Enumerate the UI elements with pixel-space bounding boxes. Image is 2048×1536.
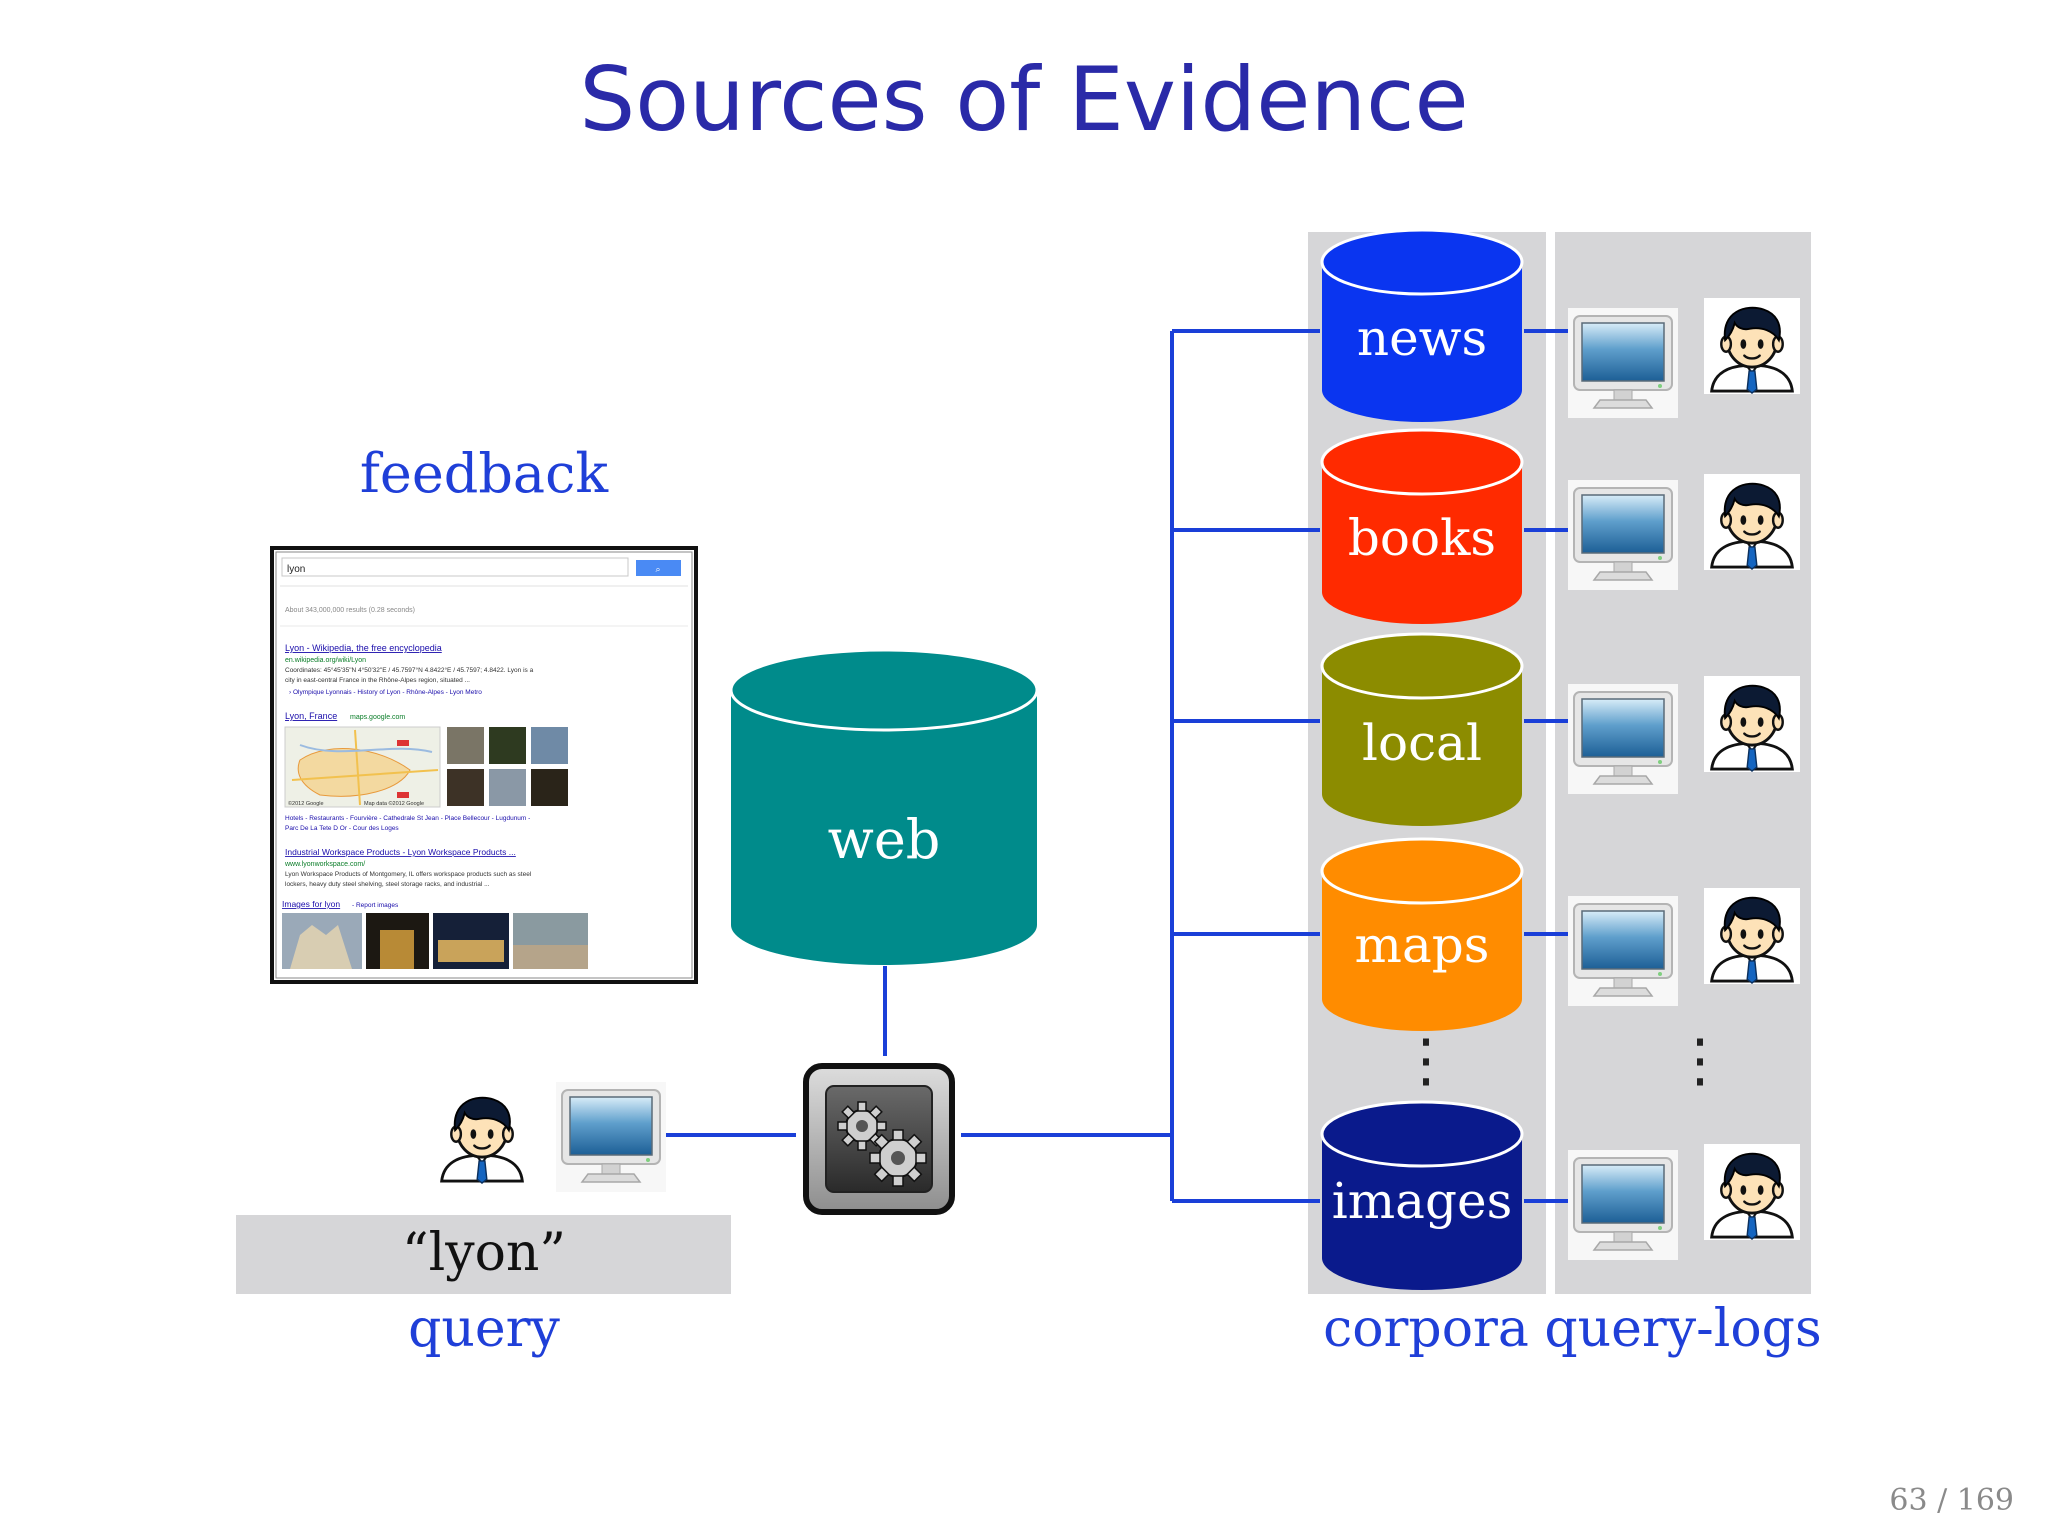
web-database: web xyxy=(729,648,1039,965)
database-label: images xyxy=(1332,1172,1512,1230)
database-images: images xyxy=(1320,1100,1524,1290)
user-icon xyxy=(1704,676,1800,772)
serp-map-thumbnail: ©2012 Google Map data ©2012 Google xyxy=(284,726,441,808)
gears-icon-small xyxy=(869,1129,927,1187)
query-panel xyxy=(236,1215,731,1294)
database-label: news xyxy=(1357,309,1487,367)
computer-icon xyxy=(1568,308,1678,418)
database-label: maps xyxy=(1355,916,1490,974)
serp-map-copyright: ©2012 Google xyxy=(288,800,324,807)
user-icon xyxy=(1704,1144,1800,1240)
database-books: books xyxy=(1320,428,1524,624)
search-engine-gears xyxy=(803,1063,955,1215)
serp-result-stats: About 343,000,000 results (0.28 seconds) xyxy=(285,607,415,614)
query-label: query xyxy=(408,1299,560,1359)
feedback-label: feedback xyxy=(360,442,609,505)
search-icon: ⌕ xyxy=(655,565,660,575)
database-local: local xyxy=(1320,632,1524,826)
serp-search-box xyxy=(281,557,629,577)
query-logs-ellipsis: ⋮ xyxy=(1671,1026,1729,1094)
slide-title: Sources of Evidence xyxy=(579,48,1469,151)
serp-place-photos xyxy=(447,727,568,806)
computer-icon xyxy=(1568,684,1678,794)
serp-result-title: Industrial Workspace Products - Lyon Wor… xyxy=(285,847,516,857)
connector-lines xyxy=(666,329,1570,1203)
computer-icon xyxy=(1568,480,1678,590)
computer-icon xyxy=(1568,1150,1678,1260)
computer-icon xyxy=(556,1082,666,1192)
serp-image-strip xyxy=(282,913,588,969)
serp-result-links: Hotels - Restaurants - Fourvière - Cathe… xyxy=(285,815,530,822)
user-icon xyxy=(434,1088,530,1184)
query-user-and-computer xyxy=(434,1082,666,1192)
serp-result-snippet: Lyon Workspace Products of Montgomery, I… xyxy=(285,871,532,878)
serp-images-header: Images for lyon xyxy=(282,899,340,909)
query-text: “lyon” xyxy=(402,1223,566,1283)
database-label: books xyxy=(1348,509,1496,567)
web-cylinder-body xyxy=(731,690,1037,965)
serp-result-sitelinks: › Olympique Lyonnais - History of Lyon -… xyxy=(289,689,482,696)
database-maps: maps xyxy=(1320,837,1524,1031)
serp-map-data: Map data ©2012 Google xyxy=(364,800,424,807)
user-icon xyxy=(1704,474,1800,570)
serp-images-report: - Report images xyxy=(352,902,399,909)
serp-result-snippet: city in east-central France in the Rhône… xyxy=(285,677,470,684)
serp-result-url: en.wikipedia.org/wiki/Lyon xyxy=(285,657,366,664)
database-news: news xyxy=(1320,228,1524,422)
search-results-screenshot: lyon ⌕ About 343,000,000 results (0.28 s… xyxy=(270,546,698,984)
serp-result-snippet: Coordinates: 45°45'35"N 4°50'32"E / 45.7… xyxy=(285,666,534,674)
serp-search-button xyxy=(636,560,681,576)
corpora-ellipsis: ⋮ xyxy=(1397,1026,1455,1094)
serp-result-url: www.lyonworkspace.com/ xyxy=(284,861,365,868)
page-number: 63 / 169 xyxy=(1889,1483,2014,1518)
serp-result-url: maps.google.com xyxy=(350,714,405,721)
user-icon xyxy=(1704,298,1800,394)
corpora-label: corpora xyxy=(1323,1299,1529,1359)
serp-result-links: Parc De La Tete D Or - Cour des Loges xyxy=(285,825,399,832)
computer-icon xyxy=(1568,896,1678,1006)
serp-result-snippet: lockers, heavy duty steel shelving, stee… xyxy=(285,881,490,888)
serp-result-title: Lyon, France xyxy=(285,711,337,721)
gears-icon xyxy=(837,1101,887,1151)
user-icon xyxy=(1704,888,1800,984)
serp-result-title: Lyon - Wikipedia, the free encyclopedia xyxy=(285,643,442,653)
web-label: web xyxy=(828,808,941,871)
serp-query: lyon xyxy=(287,564,305,575)
corpora-databases: news books local maps images xyxy=(1320,228,1524,1290)
web-cylinder-top xyxy=(729,648,1039,732)
database-label: local xyxy=(1362,714,1482,772)
query-logs-label: query-logs xyxy=(1544,1299,1821,1359)
